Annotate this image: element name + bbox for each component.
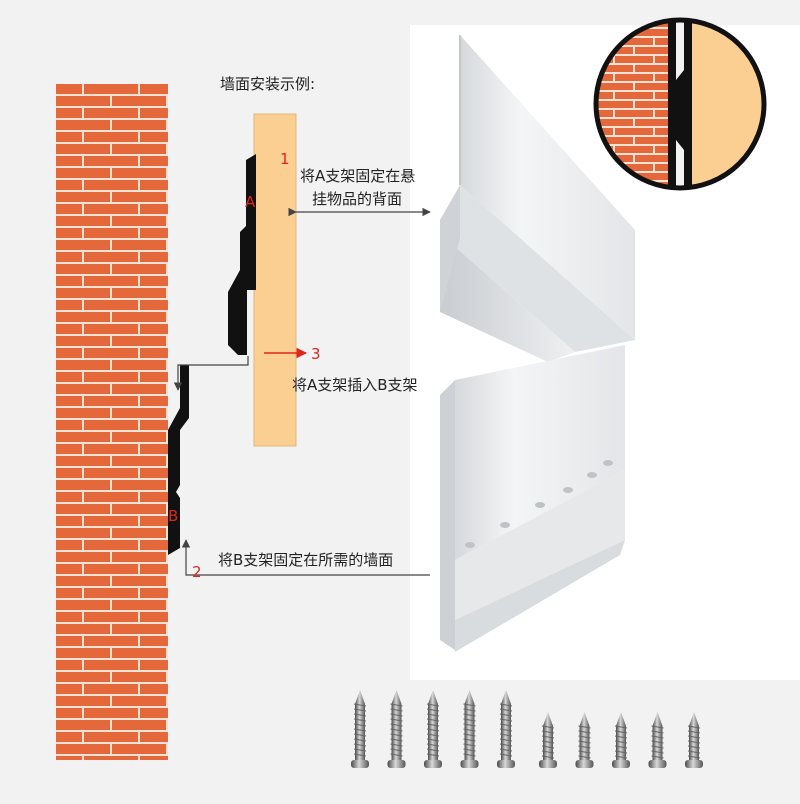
screw-set xyxy=(351,690,703,768)
screw-icon xyxy=(351,690,369,768)
step-3-text: 将A支架插入B支架 xyxy=(292,376,418,394)
screw-icon xyxy=(685,712,703,768)
aluminum-bracket-photo xyxy=(440,35,635,652)
bracket-a xyxy=(228,154,256,355)
brick-wall xyxy=(56,84,168,760)
bracket-b-label: B xyxy=(168,507,179,525)
arrow-icon xyxy=(173,356,249,391)
screw-icon xyxy=(612,712,630,768)
bracket-a-label: A xyxy=(245,193,256,211)
step-3-number: 3 xyxy=(311,345,321,363)
screw-icon xyxy=(575,712,594,768)
arrow-icon xyxy=(181,539,430,576)
step-2-text: 将B支架固定在所需的墙面 xyxy=(218,551,394,569)
step-2-number: 2 xyxy=(192,563,202,581)
screw-icon xyxy=(460,690,479,768)
step-1-text-line2: 挂物品的背面 xyxy=(312,190,403,208)
screw-icon xyxy=(648,712,667,768)
screw-icon xyxy=(424,690,442,768)
bracket-b xyxy=(168,365,189,555)
page-title: 墙面安装示例: xyxy=(220,75,316,93)
screw-icon xyxy=(497,690,515,768)
hanging-board xyxy=(253,113,297,447)
step-1-number: 1 xyxy=(280,150,290,168)
screw-icon xyxy=(387,690,406,768)
step-1-text-line1: 将A支架固定在悬 xyxy=(300,167,416,185)
screw-icon xyxy=(539,712,557,768)
